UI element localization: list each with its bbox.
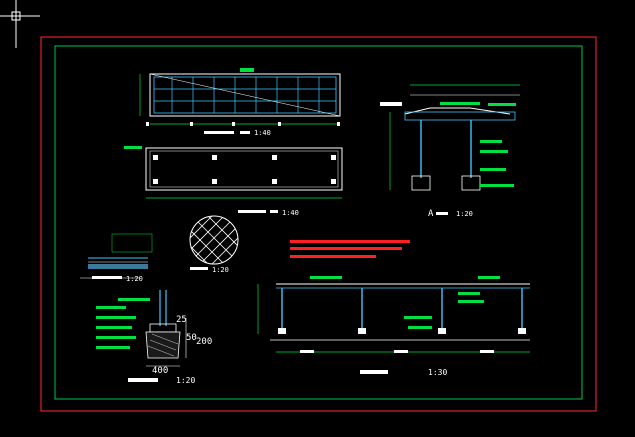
foundation-dim-200: 200	[196, 337, 212, 347]
section-a-scale: 1:20	[456, 210, 473, 218]
elevation-scale: 1:30	[428, 368, 447, 377]
red-note-block	[290, 240, 410, 258]
circle-detail-view[interactable]: 1:20	[168, 198, 250, 278]
inner-drawing-frame	[54, 45, 583, 400]
crosshair-cursor-icon	[0, 0, 40, 48]
foundation-scale: 1:20	[176, 376, 195, 385]
circle-detail-scale: 1:20	[212, 266, 229, 274]
bottom-plan-view[interactable]: 1:40	[124, 146, 343, 217]
foundation-dim-50: 50	[186, 333, 197, 343]
top-plan-scale: 1:40	[254, 129, 271, 137]
section-a-view[interactable]: A 1:20	[380, 84, 520, 219]
foundation-detail-view[interactable]: 25 50 200 400 1:20	[96, 290, 212, 385]
small-detail-view[interactable]: 1:20	[80, 233, 153, 283]
foundation-dim-25: 25	[176, 315, 187, 325]
section-a-label: A	[428, 209, 434, 219]
small-detail-scale: 1:20	[126, 275, 143, 283]
foundation-width: 400	[152, 366, 168, 376]
outer-sheet-border	[40, 36, 597, 412]
bottom-plan-scale: 1:40	[282, 209, 299, 217]
front-elevation-view[interactable]: 1:30	[257, 276, 530, 377]
top-plan-view[interactable]: 1:40	[139, 68, 341, 137]
